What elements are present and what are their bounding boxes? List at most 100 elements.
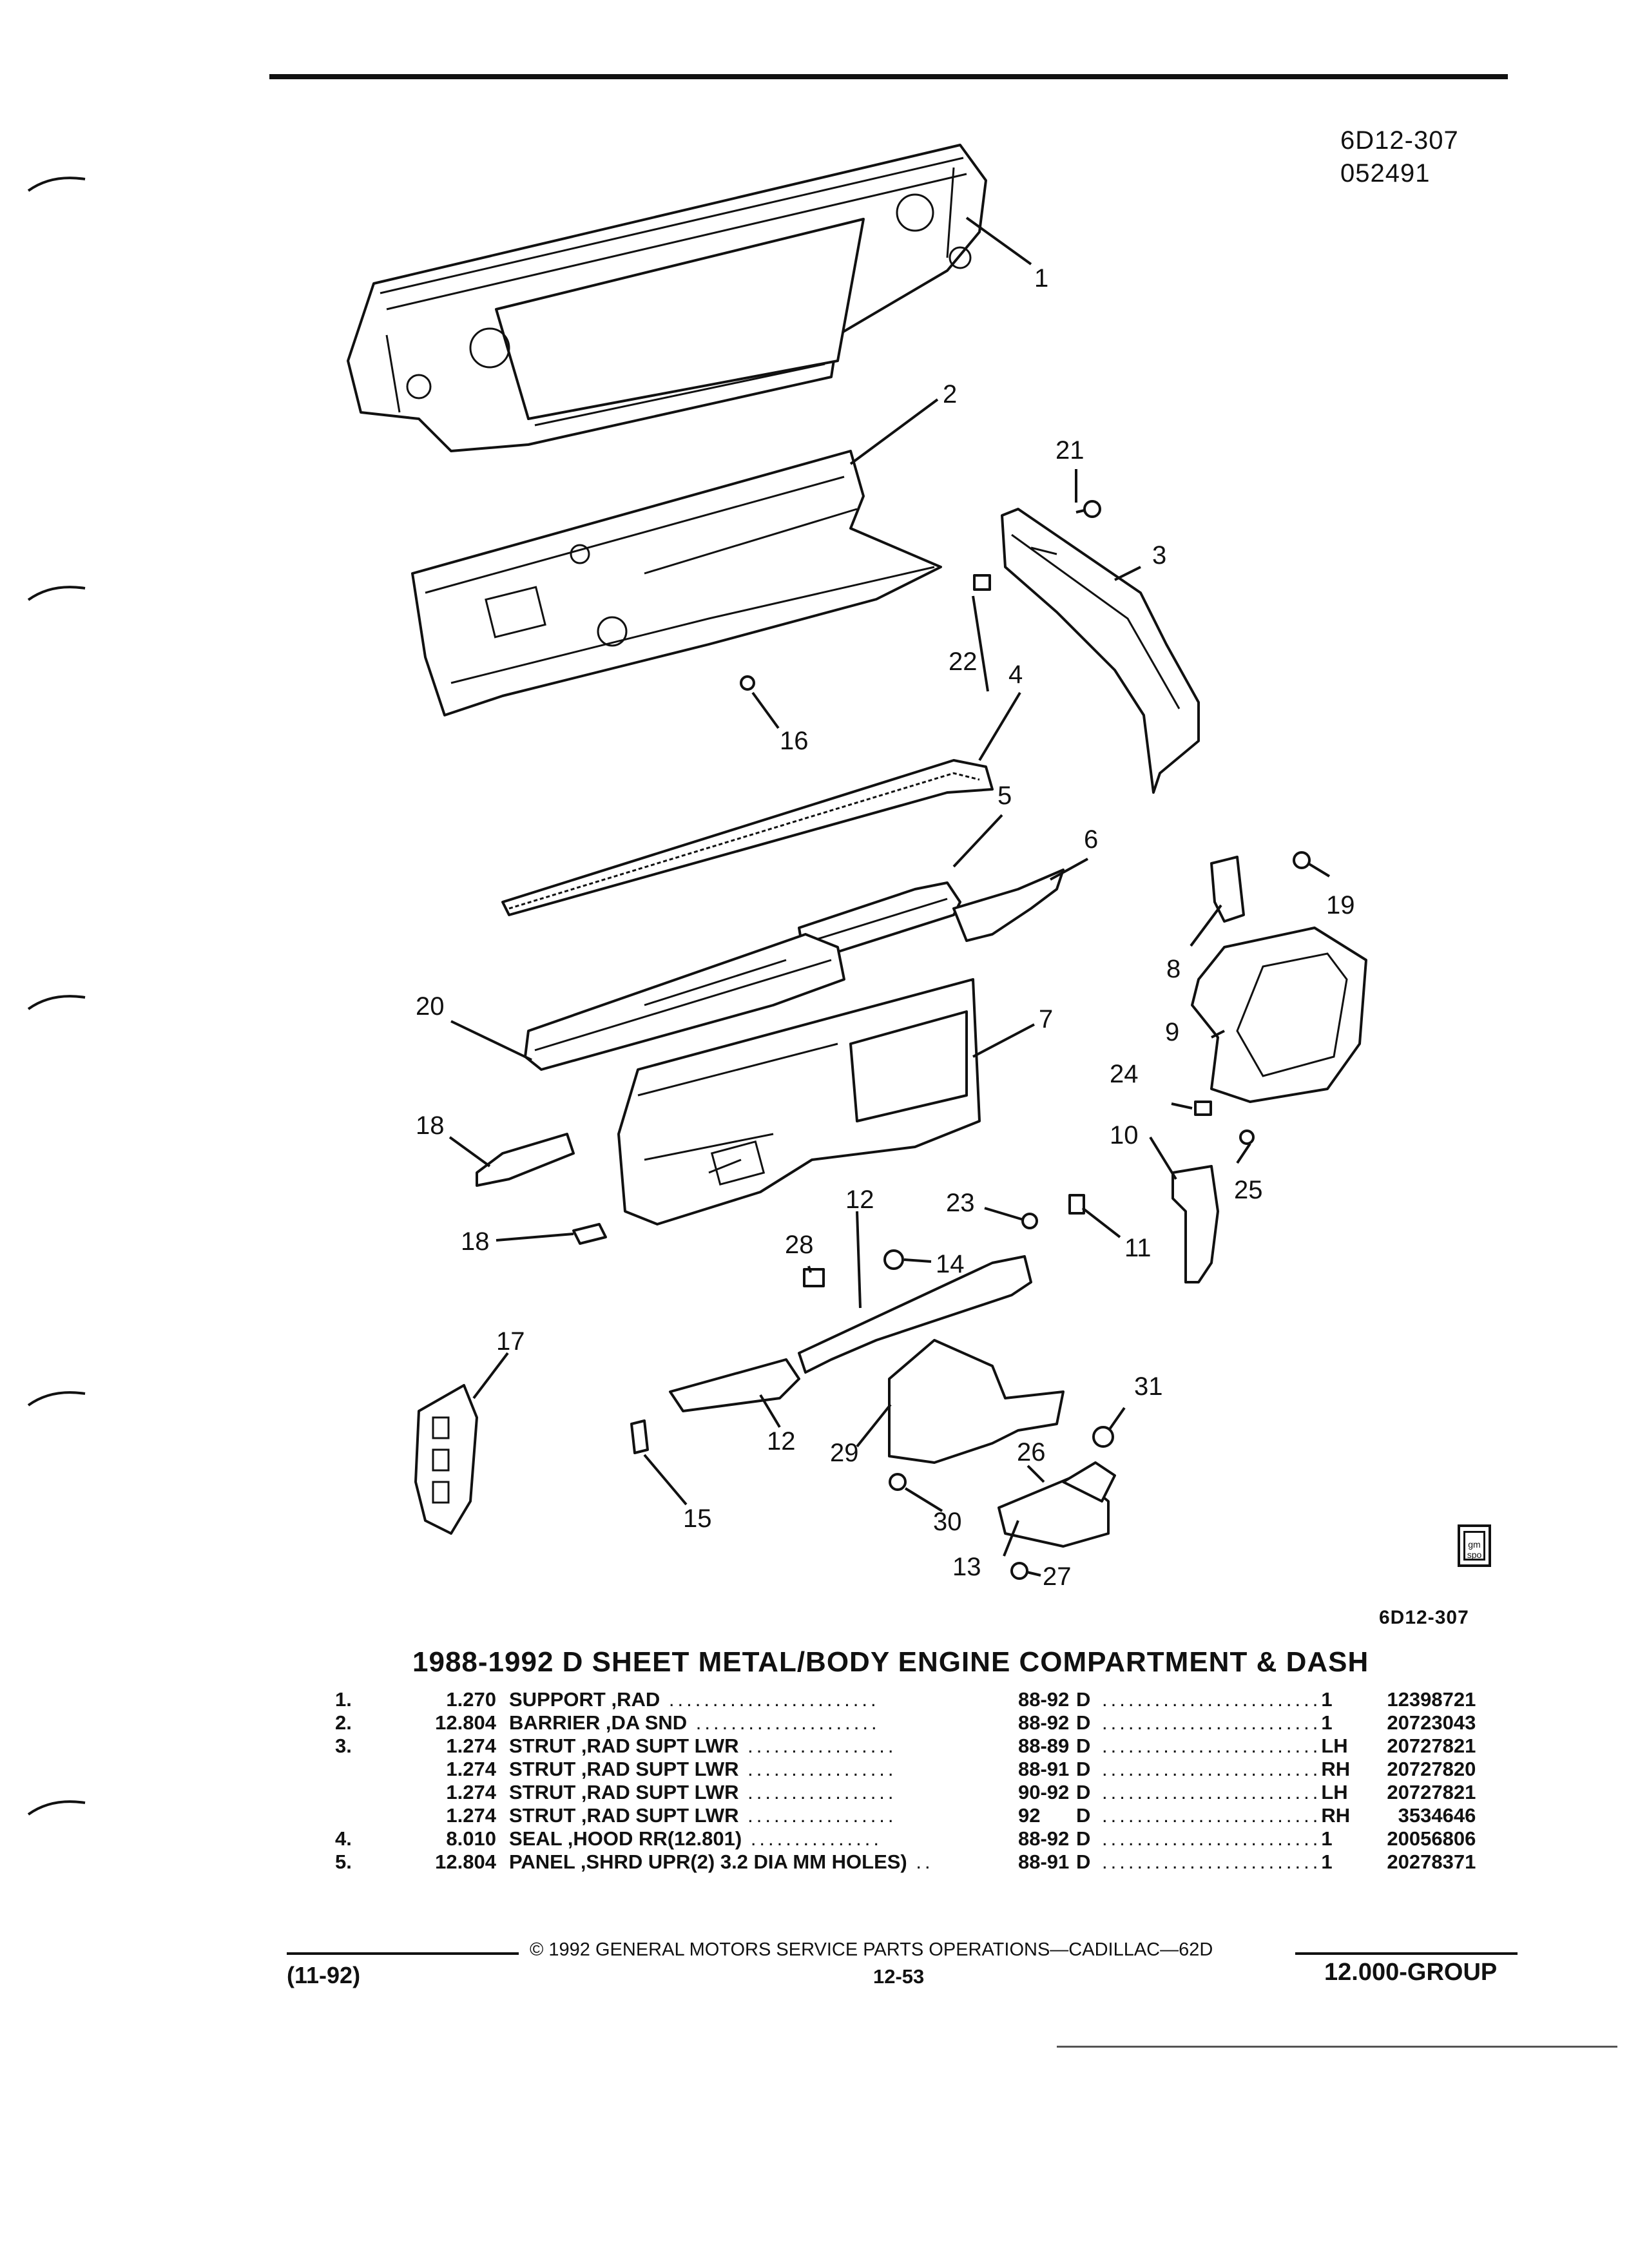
clip-11-part	[1068, 1194, 1085, 1215]
series-code: D	[1076, 1735, 1091, 1757]
item-number	[335, 1758, 393, 1781]
item-number: 3.	[335, 1735, 352, 1757]
leader-dots: .................	[738, 1758, 897, 1780]
nut-31-part	[1092, 1426, 1114, 1448]
fastener-23-part	[1021, 1213, 1038, 1229]
clip-22-part	[973, 574, 991, 591]
callout-17: 17	[496, 1327, 525, 1356]
model-years: 90-92	[1018, 1781, 1070, 1803]
category-code: 12.804	[435, 1711, 496, 1734]
callout-29: 29	[830, 1439, 859, 1467]
callout-4: 4	[1008, 660, 1023, 689]
dash-panel-7-part	[617, 978, 981, 1225]
part-description-text: SEAL ,HOOD RR(12.801)	[509, 1827, 742, 1850]
clip-28-part	[803, 1268, 825, 1287]
leader-dots: .........................	[1102, 1735, 1322, 1757]
fastener-27-part	[1010, 1562, 1028, 1580]
strut-part	[1001, 508, 1200, 794]
callout-31: 31	[1134, 1372, 1163, 1401]
category-code: 12.804	[435, 1850, 496, 1873]
fastener-19-part	[1293, 851, 1311, 869]
illustration-code: 6D12-307	[1340, 126, 1459, 155]
bracket-8-part	[1210, 856, 1245, 923]
model-years: 88-92	[1018, 1688, 1070, 1711]
quantity: RH	[1321, 1804, 1351, 1827]
leader-dots: .........................	[1102, 1711, 1322, 1734]
part-description: STRUT ,RAD SUPT LWR .................	[509, 1735, 1018, 1758]
part-description: STRUT ,RAD SUPT LWR .................	[509, 1781, 1018, 1804]
leader-dots: .........................	[1102, 1850, 1322, 1873]
bracket-10-part	[1171, 1165, 1219, 1283]
callout-14: 14	[936, 1250, 965, 1278]
callout-20: 20	[416, 992, 445, 1021]
callout-5: 5	[998, 782, 1012, 810]
bottom-rule	[1057, 2046, 1617, 2048]
callout-22: 22	[949, 648, 978, 676]
leader-dots: .........................	[1102, 1804, 1322, 1827]
radiator-support-part	[347, 144, 987, 452]
leader-dots: .........................	[1102, 1827, 1322, 1850]
part-number: 20727821	[1387, 1735, 1476, 1757]
model-years: 88-91	[1018, 1850, 1070, 1873]
part-number: 20278371	[1387, 1850, 1476, 1873]
callout-26: 26	[1017, 1438, 1046, 1466]
callout-13: 13	[952, 1553, 981, 1581]
callout-10: 10	[1110, 1121, 1139, 1149]
category-code: 1.274	[446, 1804, 496, 1827]
callout-12b: 12	[767, 1427, 796, 1456]
callout-8: 8	[1166, 955, 1181, 983]
series-code: D	[1076, 1758, 1091, 1780]
series-code: D	[1076, 1688, 1091, 1711]
dash-barrier-part	[411, 450, 942, 716]
quantity: 1	[1321, 1850, 1333, 1873]
clip-15-part	[630, 1419, 649, 1454]
category-code: 1.274	[446, 1735, 496, 1757]
binder-hole-mark	[27, 995, 86, 1010]
part-description: STRUT ,RAD SUPT LWR .................	[509, 1758, 1018, 1781]
callout-12a: 12	[845, 1186, 874, 1214]
binder-hole-mark	[27, 1391, 86, 1407]
item-number: 1.	[335, 1688, 352, 1711]
illustration-date: 052491	[1340, 159, 1431, 187]
callout-18b: 18	[461, 1227, 490, 1256]
callout-24: 24	[1110, 1060, 1139, 1088]
model-years: 88-92	[1018, 1711, 1070, 1734]
page-number: 12-53	[873, 1965, 925, 1988]
part-description-text: STRUT ,RAD SUPT LWR	[509, 1804, 739, 1827]
part-description-text: SUPPORT ,RAD	[509, 1688, 660, 1711]
callout-9: 9	[1165, 1018, 1179, 1046]
part-description-text: STRUT ,RAD SUPT LWR	[509, 1735, 739, 1757]
callout-7: 7	[1039, 1005, 1053, 1033]
leader-dots: .........................	[1102, 1758, 1322, 1780]
quantity: LH	[1321, 1735, 1348, 1757]
part-description: SEAL ,HOOD RR(12.801) ...............	[509, 1827, 1018, 1850]
item-number	[335, 1804, 393, 1827]
quantity: 1	[1321, 1688, 1333, 1711]
callout-28: 28	[785, 1231, 814, 1259]
item-number: 4.	[335, 1827, 352, 1850]
seal-panel-9-part	[1191, 927, 1367, 1103]
callout-23: 23	[946, 1189, 975, 1217]
leader-dots: ........................	[660, 1688, 880, 1711]
binder-hole-mark	[27, 1800, 86, 1816]
copyright-notice: © 1992 GENERAL MOTORS SERVICE PARTS OPER…	[530, 1939, 1213, 1960]
parts-list-row: 1.274 STRUT ,RAD SUPT LWR ...............…	[335, 1804, 1476, 1827]
leader-dots: .................	[738, 1781, 897, 1803]
series-code: D	[1076, 1711, 1091, 1734]
category-code: 1.274	[446, 1758, 496, 1780]
nut-14-part	[883, 1249, 904, 1270]
item-number: 5.	[335, 1850, 352, 1873]
fastener-16-part	[740, 675, 755, 691]
fastener-21-part	[1075, 500, 1101, 518]
part-description: SUPPORT ,RAD ........................	[509, 1688, 1018, 1711]
model-years: 92	[1018, 1804, 1041, 1827]
callout-25: 25	[1234, 1176, 1263, 1204]
part-description-text: BARRIER ,DA SND	[509, 1711, 688, 1734]
top-rule	[269, 74, 1508, 79]
model-years: 88-89	[1018, 1735, 1070, 1757]
series-code: D	[1076, 1804, 1091, 1827]
leader-dots: .................	[738, 1804, 897, 1827]
